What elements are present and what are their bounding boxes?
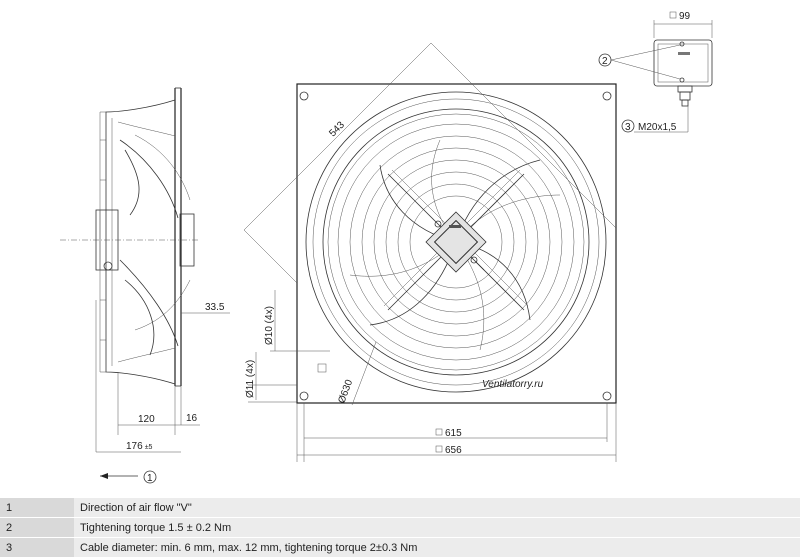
thread-size: M20x1,5 <box>638 122 677 133</box>
note-number: 3 <box>0 537 74 558</box>
front-view-dimensions: 543 Ø10 (4x) Ø11 (4x) Ø630 615 656 <box>243 42 617 462</box>
dim-99: 99 <box>679 11 691 22</box>
side-view-dimensions: 33.5 120 16 176±5 1 <box>95 300 230 484</box>
note-number: 1 <box>0 498 74 518</box>
label-2: 2 <box>602 56 608 67</box>
note-text: Direction of air flow "V" <box>74 498 800 518</box>
notes-table: 1 Direction of air flow "V" 2 Tightening… <box>0 498 800 558</box>
label-3: 3 <box>625 122 631 133</box>
table-row: 3 Cable diameter: min. 6 mm, max. 12 mm,… <box>0 537 800 558</box>
dim-543: 543 <box>327 119 347 139</box>
terminal-box-detail: 99 2 3 M20x1,5 <box>598 11 713 133</box>
table-row: 1 Direction of air flow "V" <box>0 498 800 518</box>
dim-16: 16 <box>186 413 198 424</box>
side-view <box>60 87 200 387</box>
fan-technical-drawing: Ventilatorry.ru 33.5 <box>60 11 713 484</box>
dim-33-5: 33.5 <box>205 302 225 313</box>
watermark: Ventilatorry.ru <box>482 379 544 390</box>
dim-d10: Ø10 (4x) <box>264 306 275 345</box>
table-row: 2 Tightening torque 1.5 ± 0.2 Nm <box>0 517 800 538</box>
dim-176: 176±5 <box>126 441 153 452</box>
dim-615: 615 <box>445 428 462 439</box>
note-text: Cable diameter: min. 6 mm, max. 12 mm, t… <box>74 537 800 558</box>
dim-120: 120 <box>138 414 155 425</box>
note-text: Tightening torque 1.5 ± 0.2 Nm <box>74 517 800 538</box>
note-number: 2 <box>0 517 74 538</box>
dim-d630: Ø630 <box>336 378 355 405</box>
label-1: 1 <box>147 473 153 484</box>
dim-d11: Ø11 (4x) <box>245 360 256 398</box>
front-view <box>296 83 617 404</box>
dim-656: 656 <box>445 445 462 456</box>
